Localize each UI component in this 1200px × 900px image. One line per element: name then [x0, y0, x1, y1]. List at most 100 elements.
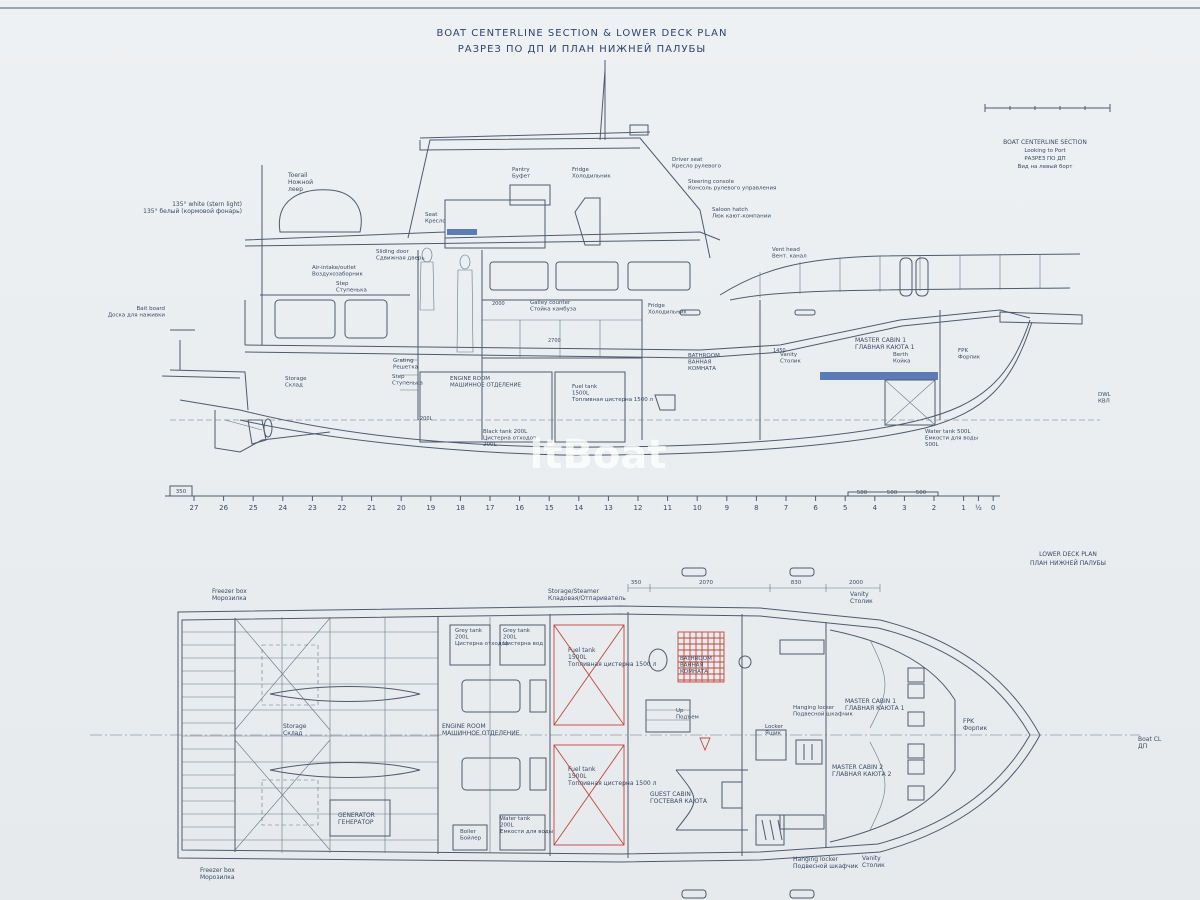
svg-text:Fuel tank: Fuel tank	[572, 384, 598, 390]
svg-text:МАШИННОЕ ОТДЕЛЕНИЕ: МАШИННОЕ ОТДЕЛЕНИЕ	[450, 383, 522, 389]
engine-starboard	[269, 762, 421, 778]
svg-text:Black tank 200L: Black tank 200L	[483, 429, 528, 435]
fuel-tank-port	[553, 624, 625, 726]
svg-text:Toerail: Toerail	[287, 172, 308, 179]
svg-text:Консоль рулевого управления: Консоль рулевого управления	[688, 186, 776, 192]
svg-text:Freezer box: Freezer box	[200, 867, 235, 874]
svg-text:Storage: Storage	[283, 723, 307, 730]
frame-number: 22	[338, 504, 347, 512]
frame-number: 3	[902, 504, 906, 512]
frame-number: 15	[545, 504, 554, 512]
svg-text:ENGINE ROOM: ENGINE ROOM	[450, 376, 490, 382]
svg-text:Кресло: Кресло	[425, 219, 446, 225]
frame-number: 19	[426, 504, 435, 512]
svg-text:Driver seat: Driver seat	[672, 157, 703, 163]
svg-text:1500L: 1500L	[568, 654, 587, 661]
svg-text:Склад: Склад	[285, 383, 303, 389]
svg-text:Воздухозаборник: Воздухозаборник	[312, 272, 363, 278]
svg-text:Подвесной шкафчик: Подвесной шкафчик	[793, 711, 853, 718]
svg-text:Холодильник: Холодильник	[648, 310, 687, 316]
svg-text:Grating: Grating	[393, 358, 414, 364]
frame-number: 20	[397, 504, 406, 512]
svg-text:Pantry: Pantry	[512, 167, 530, 173]
svg-text:Vanity: Vanity	[862, 855, 881, 862]
frame-number: 12	[634, 504, 643, 512]
svg-text:MASTER CABIN 2: MASTER CABIN 2	[832, 764, 883, 771]
svg-text:MASTER CABIN 1: MASTER CABIN 1	[855, 337, 906, 344]
svg-text:135° white (stern light): 135° white (stern light)	[172, 201, 242, 208]
svg-text:ГЛАВНАЯ КАЮТА 2: ГЛАВНАЯ КАЮТА 2	[832, 771, 892, 778]
svg-text:Grey tank: Grey tank	[503, 628, 531, 634]
frame-number: 24	[278, 504, 287, 512]
svg-text:MASTER CABIN 1: MASTER CABIN 1	[845, 698, 896, 705]
frame-number: 6	[813, 504, 818, 512]
svg-text:Vanity: Vanity	[780, 352, 798, 358]
master-berths	[829, 629, 956, 843]
label-section-28: 2700	[548, 338, 561, 344]
engine-room-block	[419, 371, 553, 443]
svg-text:200L: 200L	[483, 442, 497, 448]
svg-text:2000: 2000	[492, 301, 505, 307]
frame-number: 2	[932, 504, 936, 512]
svg-text:ВАННАЯ: ВАННАЯ	[680, 663, 704, 669]
svg-text:Кладовая/Отпариватель: Кладовая/Отпариватель	[548, 595, 626, 602]
svg-text:Доска для наживки: Доска для наживки	[108, 313, 166, 319]
svg-text:200L: 200L	[500, 823, 514, 829]
frame-number: 14	[574, 504, 583, 512]
svg-text:Топливная цистерна 1500 л: Топливная цистерна 1500 л	[571, 397, 654, 403]
svg-text:200L: 200L	[503, 635, 517, 641]
svg-text:ПЛАН НИЖНЕЙ ПАЛУБЫ: ПЛАН НИЖНЕЙ ПАЛУБЫ	[1030, 560, 1106, 567]
frame-number: 11	[663, 504, 672, 512]
label-section-1: 135° white (stern light)135° белый (корм…	[143, 201, 242, 215]
svg-text:BATHROOM: BATHROOM	[688, 353, 720, 359]
svg-text:ГЛАВНАЯ КАЮТА 1: ГЛАВНАЯ КАЮТА 1	[845, 705, 905, 712]
svg-text:Hanging locker: Hanging locker	[793, 856, 839, 863]
section-caption: BOAT CENTERLINE SECTION	[1003, 139, 1087, 146]
svg-text:Морозилка: Морозилка	[212, 595, 247, 602]
toilet-plan	[648, 648, 668, 672]
scale-bar	[984, 104, 1111, 112]
rudder	[247, 419, 267, 445]
svg-text:Цистерна отходов: Цистерна отходов	[483, 436, 536, 442]
plan-dimension: 2070	[699, 580, 713, 586]
frame-number: 26	[219, 504, 228, 512]
frame-number: 21	[367, 504, 376, 512]
svg-text:Fridge: Fridge	[648, 303, 666, 309]
svg-text:Форпик: Форпик	[963, 725, 987, 732]
svg-text:Step: Step	[336, 281, 349, 287]
svg-text:КОМНАТА: КОМНАТА	[688, 366, 716, 372]
svg-text:Морозилка: Морозилка	[200, 874, 235, 881]
svg-text:Буфет: Буфет	[512, 174, 531, 180]
engine-port	[269, 686, 421, 702]
svg-text:Подъем: Подъем	[676, 715, 699, 721]
frame-number: 9	[725, 504, 729, 512]
svg-text:КВЛ: КВЛ	[1098, 399, 1110, 405]
svg-text:Кресло рулевого: Кресло рулевого	[672, 164, 722, 170]
svg-text:Ножной: Ножной	[288, 179, 313, 186]
svg-text:BATHROOM: BATHROOM	[680, 656, 712, 662]
svg-text:Ступенька: Ступенька	[336, 288, 367, 294]
svg-text:Steering console: Steering console	[688, 179, 735, 185]
